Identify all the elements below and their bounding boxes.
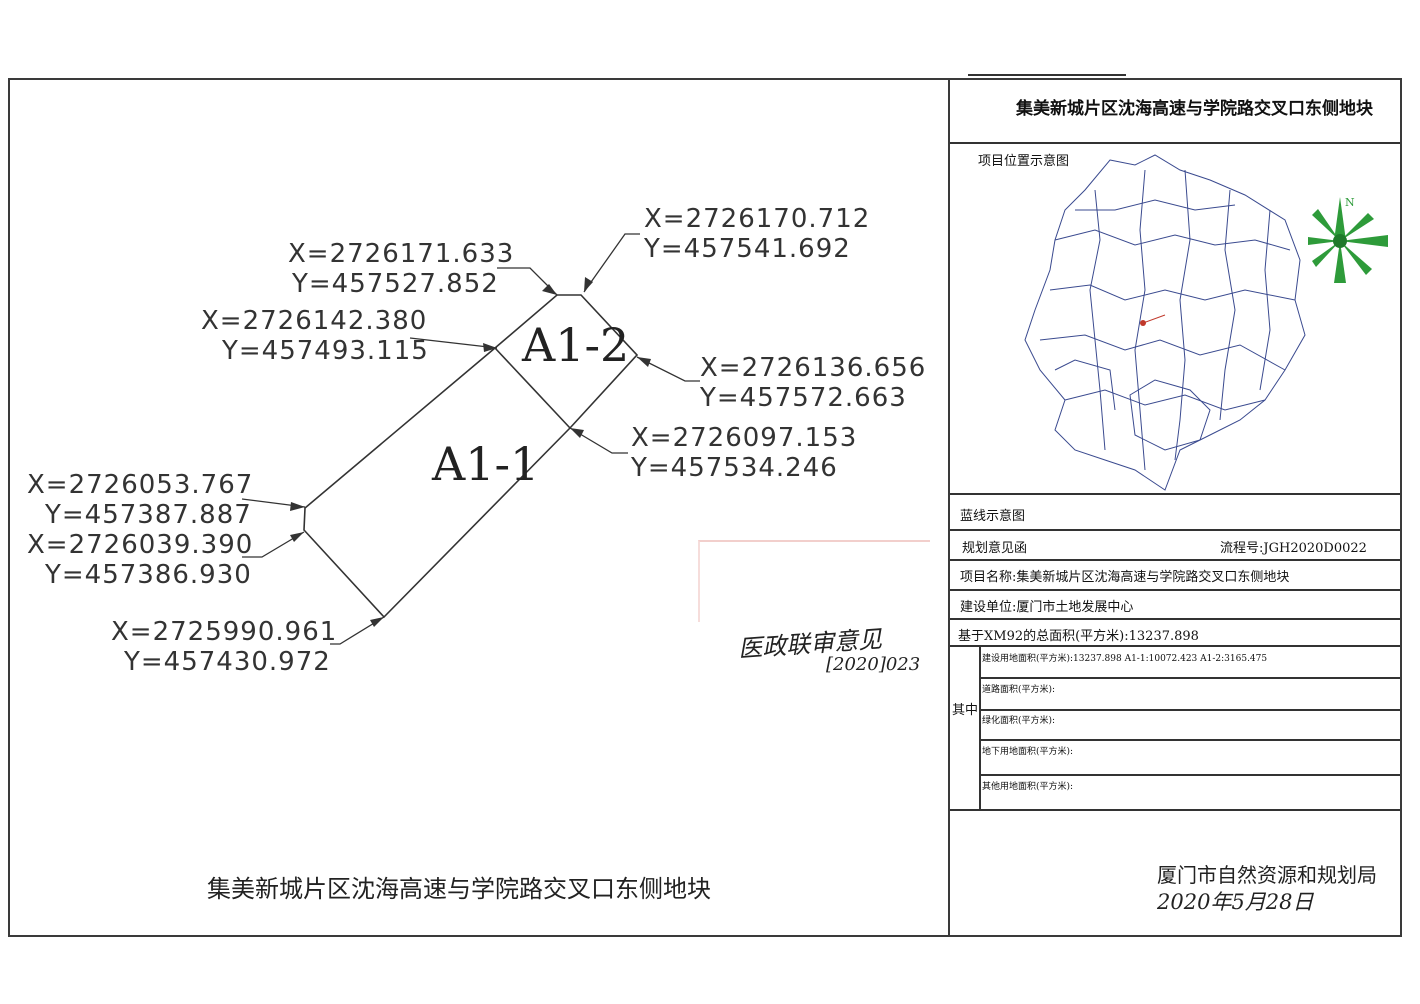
parcel-a1-2-outline (494, 294, 639, 429)
parcel-label-a1-2: A1-2 (522, 318, 630, 372)
drawing-bottom-title: 集美新城片区沈海高速与学院路交叉口东侧地块 (207, 875, 711, 903)
coord-x-5: X=2726097.153 (631, 423, 858, 453)
handwritten-code: [2020]023 (826, 654, 921, 675)
parcel-label-a1-1: A1-1 (432, 437, 540, 491)
sub-row-green-area: 绿化面积(平方米): (982, 716, 1056, 726)
arrowhead-1 (542, 284, 557, 295)
coord-y-2: Y=457541.692 (644, 234, 851, 264)
coord-y-3: Y=457493.115 (222, 336, 429, 366)
info-panel-frame (948, 78, 1402, 937)
sub-divider-2 (979, 709, 1400, 711)
authority-name: 厦门市自然资源和规划局 (1157, 863, 1377, 887)
location-map (1024, 154, 1306, 491)
leader-8 (330, 616, 385, 645)
coord-y-7: Y=457386.930 (45, 560, 252, 590)
panel-divider-8 (950, 809, 1400, 811)
arrowhead-3 (483, 343, 497, 352)
coord-x-3: X=2726142.380 (201, 306, 428, 336)
signing-date: 2020年5月28日 (1157, 890, 1314, 914)
total-area: 基于XM92的总面积(平方米):13237.898 (958, 629, 1199, 644)
coord-x-4: X=2726136.656 (700, 353, 927, 383)
panel-divider-7 (950, 645, 1400, 647)
coord-x-2: X=2726170.712 (644, 204, 871, 234)
parcel-shared-boundary (494, 347, 571, 429)
map-outline (1024, 154, 1306, 491)
leader-7 (242, 531, 305, 558)
arrowhead-7 (290, 532, 304, 542)
process-number: 流程号:JGH2020D0022 (1220, 541, 1367, 556)
coord-x-6: X=2726053.767 (27, 470, 254, 500)
arrowhead-4 (637, 357, 651, 367)
coord-x-7: X=2726039.390 (27, 530, 254, 560)
sub-row-building-area: 建设用地面积(平方米):13237.898 A1-1:10072.423 A1-… (982, 654, 1268, 664)
stamp-faint (698, 540, 930, 622)
leader-3 (409, 337, 498, 349)
parcel-drawing (241, 233, 700, 645)
coord-y-5: Y=457534.246 (631, 453, 838, 483)
coord-y-8: Y=457430.972 (124, 647, 331, 677)
parcel-a1-1-outline (303, 347, 571, 619)
panel-divider-6 (950, 618, 1400, 620)
project-name: 项目名称:集美新城片区沈海高速与学院路交叉口东侧地块 (960, 570, 1290, 585)
panel-divider-4 (950, 559, 1400, 561)
sub-row-underground-area: 地下用地面积(平方米): (982, 747, 1074, 757)
sub-divider-3 (979, 739, 1400, 741)
top-stub-line (968, 74, 1126, 76)
coord-y-1: Y=457527.852 (292, 269, 499, 299)
of-which-divider (979, 645, 981, 809)
leader-5 (569, 427, 628, 454)
coord-y-4: Y=457572.663 (700, 383, 907, 413)
arrowhead-6 (290, 502, 305, 511)
construction-unit: 建设单位:厦门市土地发展中心 (960, 600, 1134, 615)
panel-divider-2 (950, 493, 1400, 495)
coord-x-1: X=2726171.633 (288, 239, 515, 269)
north-letter: N (1345, 196, 1355, 209)
coord-y-6: Y=457387.887 (45, 500, 252, 530)
coord-x-8: X=2725990.961 (111, 617, 338, 647)
panel-divider-5 (950, 589, 1400, 591)
location-map-label: 项目位置示意图 (978, 154, 1070, 169)
arrowhead-8 (370, 617, 384, 627)
north-arrow-icon (1308, 197, 1388, 283)
panel-title: 集美新城片区沈海高速与学院路交叉口东侧地块 (1016, 99, 1373, 119)
arrowhead-2 (584, 277, 593, 292)
leader-4 (636, 356, 700, 382)
of-which-label: 其中 (952, 703, 979, 718)
leader-2 (583, 233, 640, 293)
opinion-label: 规划意见函 (962, 541, 1028, 556)
panel-divider-3 (950, 529, 1400, 531)
sub-row-road-area: 道路面积(平方米): (982, 685, 1056, 695)
sub-divider-4 (979, 774, 1400, 776)
sub-divider-1 (979, 677, 1400, 679)
panel-divider-1 (950, 142, 1400, 144)
sub-row-other-area: 其他用地面积(平方米): (982, 782, 1074, 792)
arrowhead-5 (570, 428, 584, 438)
blueline-label: 蓝线示意图 (960, 509, 1026, 524)
